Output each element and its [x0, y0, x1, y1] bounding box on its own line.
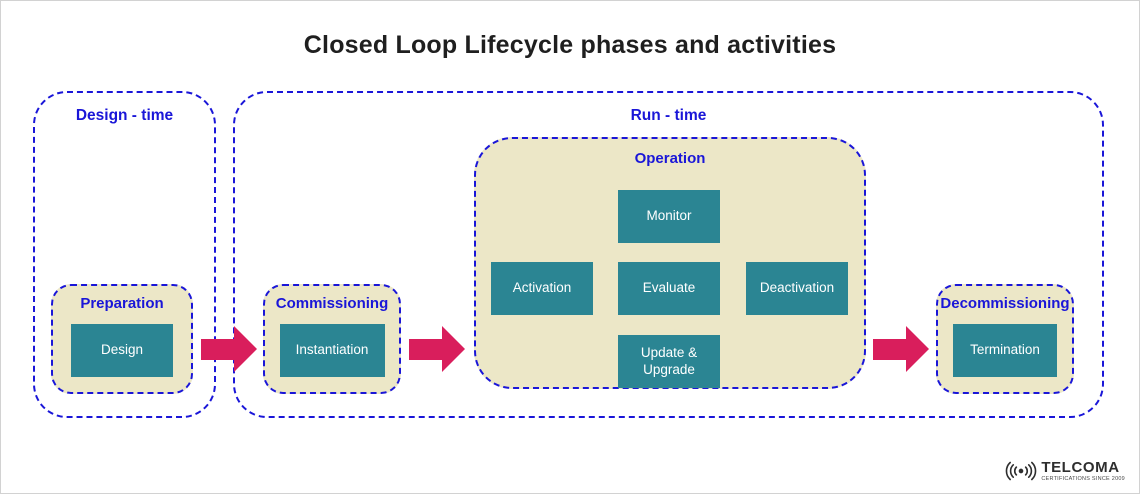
- arrow-tail: [201, 339, 234, 360]
- logo-text: TELCOMA CERTIFICATIONS SINCE 2009: [1041, 460, 1125, 483]
- run-time-label: Run - time: [630, 107, 707, 124]
- preparation-label: Preparation: [80, 295, 164, 312]
- arrow-head: [906, 326, 929, 372]
- activity-monitor: Monitor: [618, 190, 720, 243]
- design-time-group: Design - time Preparation Design: [33, 91, 216, 418]
- page-title: Closed Loop Lifecycle phases and activit…: [303, 31, 837, 59]
- activity-evaluate: Evaluate: [618, 262, 720, 315]
- phase-commissioning: Commissioning Instantiation: [263, 284, 401, 394]
- arrow-commissioning-to-operation: [409, 326, 465, 373]
- arrow-tail: [873, 339, 906, 360]
- broadcast-signal-icon: [1004, 459, 1038, 483]
- run-time-group: Run - time Commissioning Instantiation O…: [233, 91, 1104, 418]
- phase-preparation: Preparation Design: [51, 284, 193, 394]
- activity-termination: Termination: [953, 324, 1057, 377]
- phase-operation: Operation Monitor Activation Evaluate De…: [474, 137, 866, 389]
- design-time-label: Design - time: [75, 107, 174, 124]
- activity-update-upgrade: Update & Upgrade: [618, 335, 720, 388]
- arrow-tail: [409, 339, 442, 360]
- activity-deactivation: Deactivation: [746, 262, 848, 315]
- activity-design: Design: [71, 324, 173, 377]
- activity-instantiation: Instantiation: [279, 324, 385, 377]
- operation-label: Operation: [634, 150, 706, 167]
- arrow-head: [234, 326, 257, 372]
- phase-decommissioning: Decommissioning Termination: [936, 284, 1074, 394]
- arrow-preparation-to-commissioning: [201, 326, 257, 373]
- telcoma-logo: TELCOMA CERTIFICATIONS SINCE 2009: [1004, 459, 1125, 483]
- arrow-operation-to-decommissioning: [873, 326, 929, 373]
- activity-activation: Activation: [491, 262, 593, 315]
- decommissioning-label: Decommissioning: [940, 295, 1070, 312]
- commissioning-label: Commissioning: [275, 295, 389, 312]
- logo-tagline: CERTIFICATIONS SINCE 2009: [1041, 476, 1125, 483]
- logo-name: TELCOMA: [1041, 458, 1120, 476]
- arrow-head: [442, 326, 465, 372]
